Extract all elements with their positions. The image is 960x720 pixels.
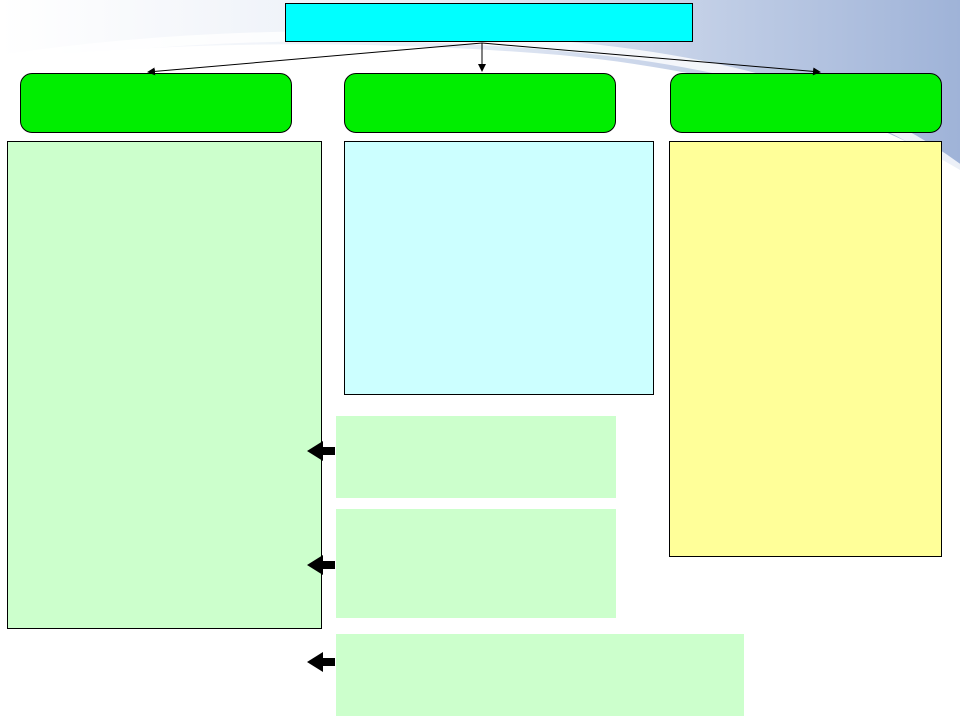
- header-box-2: [344, 73, 616, 133]
- right-panel-text: [670, 142, 941, 154]
- header-box-3-label: [671, 74, 941, 86]
- note-box-2: [336, 509, 616, 618]
- middle-panel-text: [345, 142, 653, 154]
- middle-panel: [344, 141, 654, 395]
- right-panel: [669, 141, 942, 557]
- note-box-1: [336, 416, 616, 498]
- note-box-3: [336, 634, 744, 716]
- top-box: [285, 3, 693, 42]
- note-box-1-text: [336, 416, 616, 428]
- note-box-2-text: [336, 509, 616, 521]
- note-box-3-text: [336, 634, 744, 646]
- header-box-2-label: [345, 74, 615, 86]
- left-panel-text: [8, 142, 321, 154]
- header-box-1: [20, 73, 292, 133]
- header-box-1-label: [21, 74, 291, 86]
- header-box-3: [670, 73, 942, 133]
- left-panel: [7, 141, 322, 629]
- top-box-label: [286, 4, 692, 16]
